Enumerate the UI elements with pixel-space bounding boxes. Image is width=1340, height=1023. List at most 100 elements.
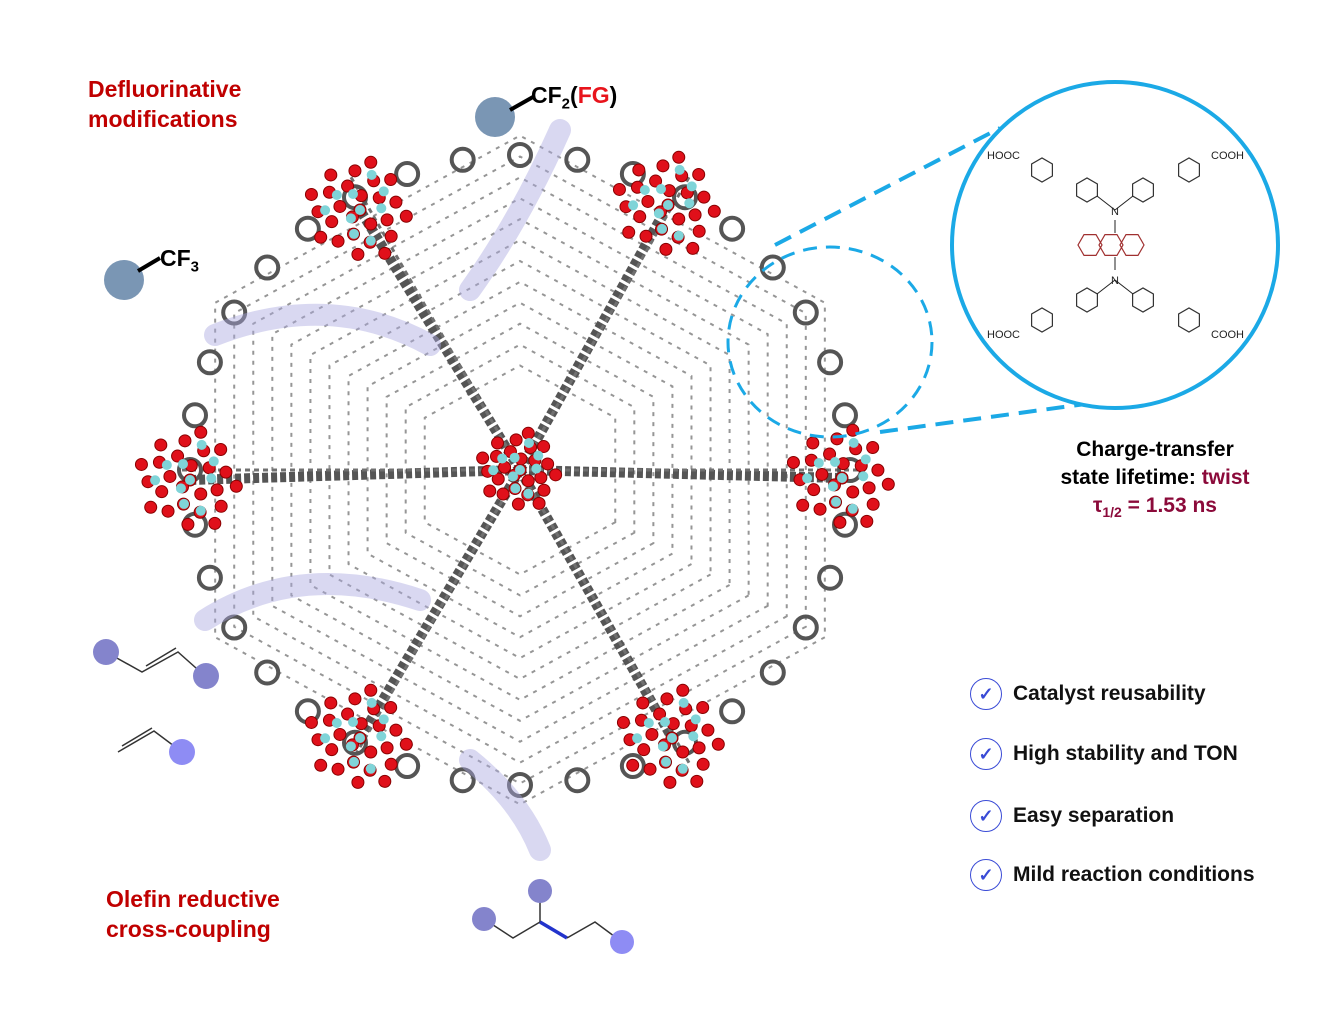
phenyl-ring	[449, 146, 476, 173]
oxygen-atom	[178, 434, 192, 448]
check-icon: ✓	[970, 800, 1002, 832]
zirconium-atom	[178, 459, 189, 470]
oxygen-atom	[659, 242, 673, 256]
phenyl-ring	[719, 698, 746, 725]
phenyl-ring	[564, 767, 591, 794]
oxygen-atom	[643, 762, 657, 776]
oxygen-atom	[622, 225, 636, 239]
zirconium-atom	[656, 184, 667, 195]
phenyl-ring	[254, 659, 281, 686]
oxygen-atom	[866, 497, 880, 511]
framework-ring	[252, 176, 788, 764]
callout-line	[774, 126, 1001, 247]
bond	[1114, 195, 1134, 211]
olefin-ball	[93, 639, 119, 665]
oxygen-atom	[690, 774, 704, 788]
oxygen-atom	[399, 209, 413, 223]
benzene-ring	[1178, 307, 1200, 333]
zirconium-atom	[632, 733, 643, 744]
oxygen-atom	[830, 432, 844, 446]
oxygen-atom	[314, 230, 328, 244]
phenyl-ring	[672, 184, 698, 211]
phenyl-ring	[792, 614, 819, 641]
reaction-arrow	[459, 119, 571, 301]
oxygen-atom	[194, 487, 208, 501]
defluorinative-label: Defluorinative modifications	[88, 76, 242, 132]
oxygen-atom	[786, 455, 800, 469]
phenyl-ring	[792, 299, 819, 326]
zirconium-atom	[509, 452, 520, 463]
zoom-region-circle	[726, 245, 934, 439]
oxygen-atom	[384, 701, 398, 715]
zirconium-atom	[508, 471, 519, 482]
zirconium-atom	[497, 453, 508, 464]
zirconium-atom	[376, 731, 387, 742]
cross-coupling-product	[483, 892, 623, 943]
oxygen-atom	[871, 463, 885, 477]
cf2fg-label: CF2(FG)	[531, 82, 618, 113]
oxygen-atom	[304, 187, 318, 201]
oxygen-atom	[686, 241, 700, 255]
oxygen-atom	[214, 499, 228, 513]
oxygen-atom	[626, 758, 640, 772]
oxygen-atom	[389, 723, 403, 737]
oxygen-atom	[660, 692, 674, 706]
oxygen-atom	[155, 485, 169, 499]
phenyl-ring	[394, 753, 421, 780]
zirconium-atom	[523, 437, 534, 448]
zirconium-atom	[830, 496, 841, 507]
oxygen-atom	[881, 477, 895, 491]
zirconium-atom	[628, 200, 639, 211]
substituent-ball-cf2	[475, 97, 515, 137]
oxygen-atom	[154, 438, 168, 452]
group-label: HOOC	[987, 329, 1020, 341]
zirconium-atom	[827, 481, 838, 492]
oxygen-atom	[521, 426, 535, 440]
zirconium-atom	[331, 717, 342, 728]
zirconium-atom	[355, 205, 365, 215]
phenyl-ring	[719, 215, 746, 242]
benzene-ring	[1031, 157, 1053, 183]
benzene-ring	[1119, 234, 1145, 256]
oxygen-atom	[194, 425, 208, 439]
oxygen-atom	[378, 246, 392, 260]
zirconium-atom	[688, 731, 699, 742]
zirconium-atom	[366, 169, 377, 180]
oxygen-atom	[491, 436, 505, 450]
framework-linker	[348, 469, 522, 766]
oxygen-atom	[663, 775, 677, 789]
phenyl-ring	[619, 753, 646, 780]
oxygen-atom	[541, 457, 555, 471]
oxygen-atom	[384, 757, 398, 771]
zirconium-atom	[355, 733, 365, 743]
oxygen-atom	[333, 199, 347, 213]
framework-ring	[328, 259, 712, 681]
phenyl-ring	[507, 772, 533, 798]
zirconium-atom	[208, 456, 219, 467]
zirconium-atom	[673, 230, 684, 241]
oxygen-atom	[325, 215, 339, 229]
oxygen-atom	[389, 195, 403, 209]
zirconium-atom	[510, 483, 521, 494]
zirconium-atom	[657, 741, 668, 752]
zirconium-atom	[488, 465, 499, 476]
product-ball	[472, 907, 496, 931]
oxygen-atom	[348, 692, 362, 706]
phenyl-ring	[182, 402, 209, 429]
oxygen-atom	[815, 467, 829, 481]
oxygen-atom	[833, 515, 847, 529]
phenyl-ring	[759, 659, 786, 686]
oxygen-atom	[653, 707, 667, 721]
phenyl-ring	[196, 564, 223, 591]
oxygen-atom	[649, 174, 663, 188]
oxygen-atom	[331, 234, 345, 248]
oxygen-atom	[134, 457, 148, 471]
phenyl-ring	[221, 614, 248, 641]
linker-structure	[1031, 157, 1200, 333]
olefin-ball	[169, 739, 195, 765]
oxygen-atom	[348, 164, 362, 178]
bond-cf2	[509, 95, 534, 112]
reaction-arrow	[459, 749, 551, 861]
feature-item: ✓Easy separation	[970, 800, 1174, 832]
